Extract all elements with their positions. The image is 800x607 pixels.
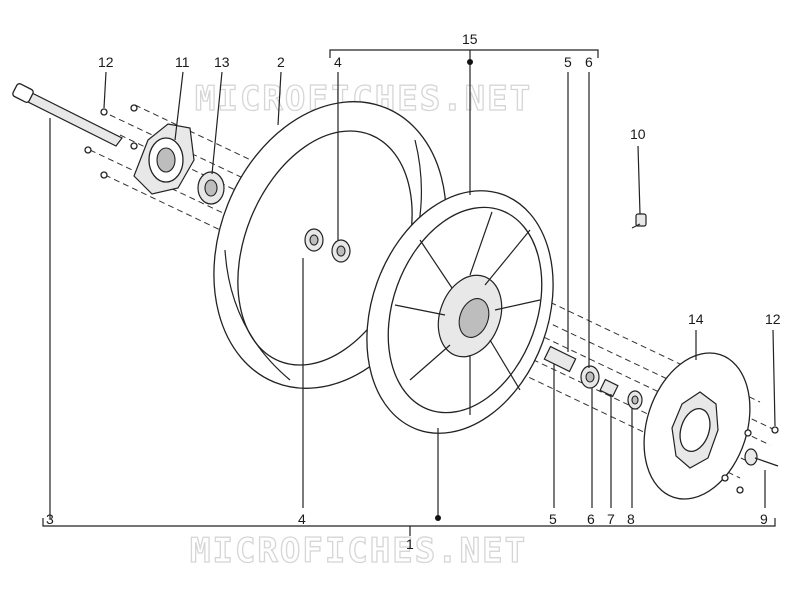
- label-4-bottom: 4: [298, 511, 306, 527]
- spacer-pair: [304, 228, 351, 263]
- label-9: 9: [760, 511, 768, 527]
- label-6-top: 6: [585, 54, 593, 70]
- label-10: 10: [630, 126, 646, 142]
- label-2: 2: [277, 54, 285, 70]
- bearing-stack: [543, 345, 643, 410]
- label-8: 8: [627, 511, 635, 527]
- brake-disc: [643, 352, 751, 500]
- label-6-bottom: 6: [587, 511, 595, 527]
- label-4-top: 4: [334, 54, 342, 70]
- label-1: 1: [406, 536, 414, 552]
- bolt-set-left: [84, 104, 138, 179]
- label-11: 11: [175, 54, 190, 70]
- callout-labels: 15 12 11 13 2 4 5 6 10 14 12 3 4 5 6 7 8…: [46, 31, 781, 552]
- speedometer-drive: [197, 171, 225, 205]
- bolt-set-right: [721, 426, 779, 494]
- drive-flange: [133, 123, 195, 195]
- watermark-bottom: MICROFICHES.NET: [190, 531, 527, 571]
- label-12-right: 12: [765, 311, 781, 327]
- wheel-rim: [366, 190, 554, 434]
- label-14: 14: [688, 311, 704, 327]
- label-15: 15: [462, 31, 478, 47]
- label-7: 7: [607, 511, 615, 527]
- label-12-left: 12: [98, 54, 114, 70]
- tyre-valve: [631, 213, 647, 229]
- leader-lines: [42, 49, 776, 536]
- label-5-top: 5: [564, 54, 572, 70]
- label-5-bottom: 5: [549, 511, 557, 527]
- label-3: 3: [46, 511, 54, 527]
- label-13: 13: [214, 54, 230, 70]
- wheel-axle: [12, 83, 123, 147]
